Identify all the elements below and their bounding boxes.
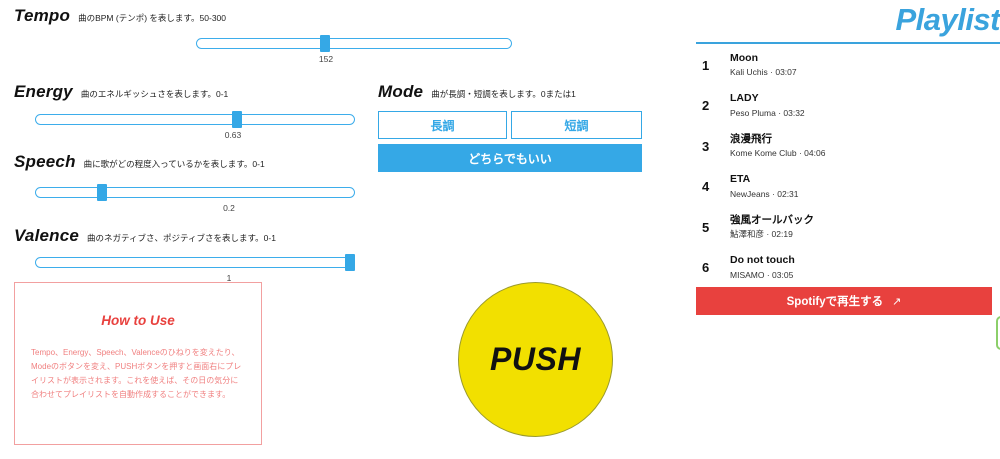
param-tempo-description: 曲のBPM (テンポ) を表します。50-300 bbox=[78, 13, 227, 23]
param-energy-description: 曲のエネルギッシュさを表します。0-1 bbox=[80, 89, 229, 99]
how-to-use-title: How to Use bbox=[101, 313, 175, 328]
push-button-label: PUSH bbox=[490, 341, 581, 377]
track-row[interactable]: 4 ETA NewJeans · 02:31 bbox=[696, 165, 1000, 205]
mode-button-minor[interactable]: 短調 bbox=[511, 111, 642, 139]
track-info: LADY Peso Pluma · 03:32 bbox=[730, 91, 805, 118]
track-artist-duration: Kali Uchis · 03:07 bbox=[730, 67, 797, 78]
param-tempo: Tempo 曲のBPM (テンポ) を表します。50-300 bbox=[14, 6, 226, 26]
track-info: Moon Kali Uchis · 03:07 bbox=[730, 51, 797, 78]
how-to-use-panel: How to Use Tempo、Energy、Speech、Valenceのひ… bbox=[14, 282, 262, 445]
track-info: 浪漫飛行 Kome Kome Club · 04:06 bbox=[730, 132, 825, 159]
push-button[interactable]: PUSH bbox=[458, 282, 613, 437]
slider-speech-value: 0.2 bbox=[223, 203, 235, 213]
track-index: 4 bbox=[702, 179, 710, 195]
param-speech-header: Speech 曲に歌がどの程度入っているかを表します。0-1 bbox=[14, 152, 265, 172]
param-valence: Valence 曲のネガティブさ、ポジティブさを表します。0-1 bbox=[14, 226, 276, 246]
slider-valence-thumb[interactable] bbox=[345, 254, 355, 271]
edge-green-widget[interactable] bbox=[996, 316, 1000, 350]
track-title: 強風オールバック bbox=[730, 213, 814, 226]
slider-valence[interactable]: 1 bbox=[35, 253, 355, 283]
playlist-divider bbox=[696, 42, 1000, 44]
track-row[interactable]: 5 強風オールバック 鮎澤和彦 · 02:19 bbox=[696, 206, 1000, 246]
slider-valence-track[interactable] bbox=[35, 257, 355, 268]
slider-energy-thumb[interactable] bbox=[232, 111, 242, 128]
track-index: 3 bbox=[702, 138, 710, 154]
slider-speech-track[interactable] bbox=[35, 187, 355, 198]
slider-valence-value: 1 bbox=[226, 273, 232, 283]
slider-tempo-thumb[interactable] bbox=[320, 35, 330, 52]
track-row[interactable]: 6 Do not touch MISAMO · 03:05 bbox=[696, 246, 1000, 286]
slider-speech-thumb[interactable] bbox=[97, 184, 107, 201]
track-title: Do not touch bbox=[730, 254, 795, 267]
track-info: Do not touch MISAMO · 03:05 bbox=[730, 253, 795, 280]
slider-energy-value: 0.63 bbox=[224, 130, 242, 140]
slider-tempo-value: 152 bbox=[318, 54, 334, 64]
slider-energy[interactable]: 0.63 bbox=[35, 110, 355, 140]
track-artist-duration: Kome Kome Club · 04:06 bbox=[730, 148, 826, 159]
track-title: 浪漫飛行 bbox=[730, 132, 772, 145]
track-row[interactable]: 2 LADY Peso Pluma · 03:32 bbox=[696, 84, 1000, 124]
param-energy-title: Energy bbox=[14, 82, 73, 101]
param-mode-header: Mode 曲が長調・短調を表します。0または1 bbox=[378, 82, 576, 102]
param-mode-title: Mode bbox=[378, 82, 424, 101]
playlist-title: Playlist bbox=[895, 2, 1000, 37]
param-mode-description: 曲が長調・短調を表します。0または1 bbox=[431, 89, 576, 99]
param-energy-header: Energy 曲のエネルギッシュさを表します。0-1 bbox=[14, 82, 228, 102]
param-tempo-header: Tempo 曲のBPM (テンポ) を表します。50-300 bbox=[14, 6, 226, 26]
param-tempo-title: Tempo bbox=[14, 6, 71, 25]
spotify-play-button[interactable]: Spotifyで再生する ↗ bbox=[696, 287, 992, 315]
param-energy: Energy 曲のエネルギッシュさを表します。0-1 bbox=[14, 82, 228, 102]
param-valence-header: Valence 曲のネガティブさ、ポジティブさを表します。0-1 bbox=[14, 226, 276, 246]
track-artist-duration: Peso Pluma · 03:32 bbox=[730, 107, 805, 118]
slider-energy-track[interactable] bbox=[35, 114, 355, 125]
mode-button-major[interactable]: 長調 bbox=[378, 111, 507, 139]
track-artist-duration: NewJeans · 02:31 bbox=[730, 188, 799, 199]
track-info: 強風オールバック 鮎澤和彦 · 02:19 bbox=[730, 213, 814, 240]
track-row[interactable]: 3 浪漫飛行 Kome Kome Club · 04:06 bbox=[696, 125, 1000, 165]
external-link-icon: ↗ bbox=[892, 295, 902, 308]
track-title: LADY bbox=[730, 92, 759, 105]
param-speech-description: 曲に歌がどの程度入っているかを表します。0-1 bbox=[83, 159, 265, 169]
track-title: Moon bbox=[730, 52, 758, 64]
param-valence-title: Valence bbox=[14, 226, 80, 245]
param-valence-description: 曲のネガティブさ、ポジティブさを表します。0-1 bbox=[87, 233, 276, 243]
param-mode: Mode 曲が長調・短調を表します。0または1 bbox=[378, 82, 576, 102]
slider-tempo-track[interactable] bbox=[196, 38, 512, 49]
track-row[interactable]: 1 Moon Kali Uchis · 03:07 bbox=[696, 44, 1000, 84]
param-speech: Speech 曲に歌がどの程度入っているかを表します。0-1 bbox=[14, 152, 265, 172]
track-index: 1 bbox=[702, 58, 710, 73]
track-index: 2 bbox=[702, 98, 710, 114]
mode-button-any[interactable]: どちらでもいい bbox=[378, 144, 642, 172]
track-artist-duration: 鮎澤和彦 · 02:19 bbox=[730, 229, 793, 240]
playlist-track-list: 1 Moon Kali Uchis · 03:07 2 LADY Peso Pl… bbox=[696, 44, 1000, 287]
slider-speech[interactable]: 0.2 bbox=[35, 183, 355, 213]
how-to-use-body: Tempo、Energy、Speech、Valenceのひねりを変えたり、Mod… bbox=[31, 348, 242, 399]
playlist-panel: Playlist 1 Moon Kali Uchis · 03:07 2 LAD… bbox=[696, 0, 1000, 459]
param-speech-title: Speech bbox=[14, 152, 76, 171]
spotify-play-label: Spotifyで再生する bbox=[786, 296, 884, 308]
track-title: ETA bbox=[730, 173, 751, 186]
slider-tempo[interactable]: 152 bbox=[196, 34, 512, 64]
track-index: 6 bbox=[702, 260, 710, 276]
track-artist-duration: MISAMO · 03:05 bbox=[730, 269, 794, 280]
track-index: 5 bbox=[702, 219, 710, 235]
track-info: ETA NewJeans · 02:31 bbox=[730, 172, 799, 199]
